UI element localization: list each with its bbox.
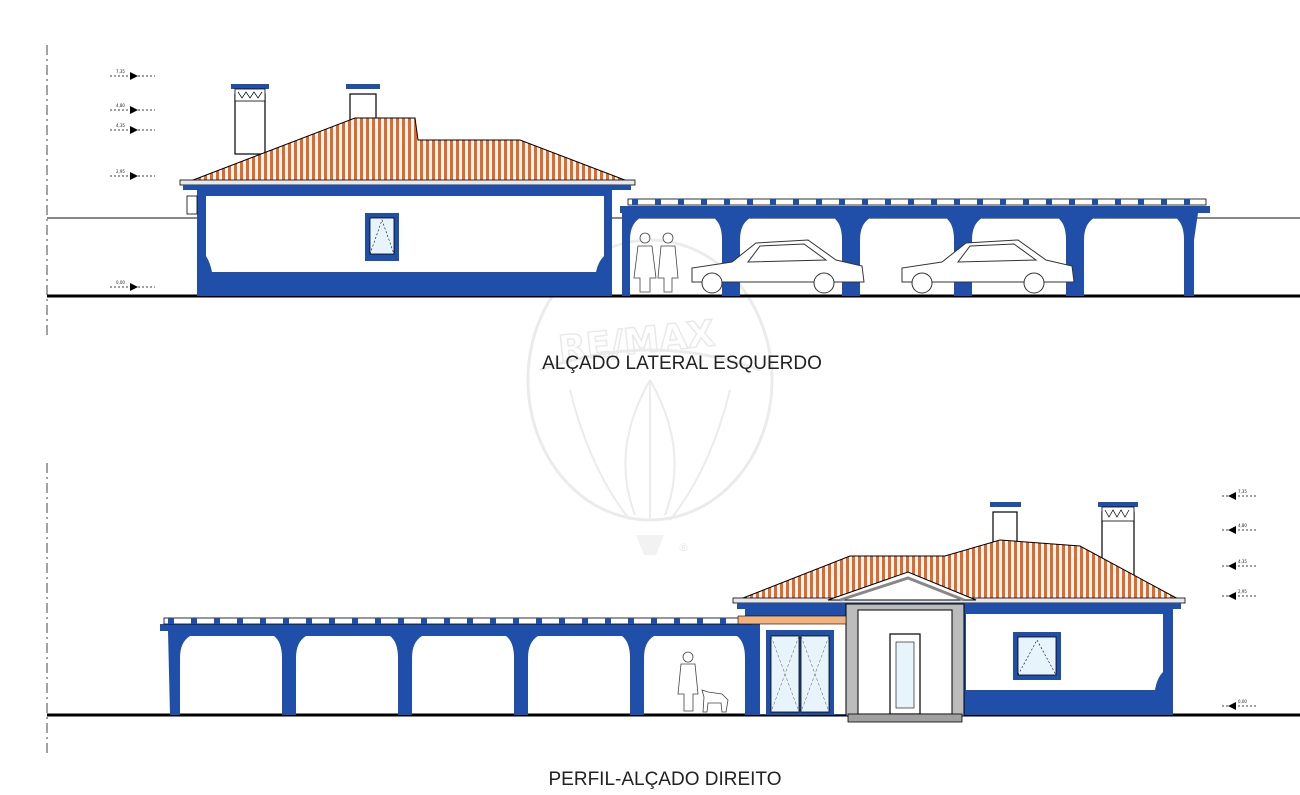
- level-markers: 7,35 4,80 4,35 2,95 0,00: [1222, 489, 1258, 710]
- level-markers: 7,35 4,80 4,35 2,95 0,00: [110, 69, 155, 291]
- svg-text:2,95: 2,95: [116, 169, 125, 174]
- svg-text:7,35: 7,35: [1238, 489, 1247, 494]
- watermark-registered: ®: [678, 541, 689, 554]
- level-marker: 2,95: [1222, 589, 1258, 600]
- french-door: [766, 630, 834, 714]
- level-marker: 4,35: [1222, 559, 1258, 570]
- elevation-title: PERFIL-ALÇADO DIREITO: [549, 769, 782, 790]
- svg-text:2,95: 2,95: [1238, 589, 1247, 594]
- level-marker: 2,95: [110, 169, 155, 180]
- level-marker: 4,80: [110, 103, 155, 114]
- svg-text:0,00: 0,00: [1238, 699, 1247, 704]
- person-figure-icon: [677, 651, 699, 712]
- level-marker: 4,80: [1222, 523, 1258, 534]
- person-figure-icon: [633, 232, 657, 293]
- wall-panel: [966, 614, 1163, 690]
- level-marker: 0,00: [1222, 699, 1258, 710]
- dog-icon: [701, 689, 729, 713]
- cornice-band: [183, 185, 631, 190]
- svg-text:4,35: 4,35: [1238, 559, 1247, 564]
- level-marker: 0,00: [110, 280, 155, 291]
- person-figure-icon: [657, 232, 679, 293]
- elevation-title: ALÇADO LATERAL ESQUERDO: [542, 353, 822, 374]
- level-marker: 4,35: [110, 123, 155, 134]
- svg-text:4,80: 4,80: [1238, 523, 1247, 528]
- left-side-elevation: 7,35 4,80 4,35 2,95 0,00: [46, 45, 1300, 374]
- wall-panel: [206, 196, 604, 272]
- svg-text:4,35: 4,35: [116, 123, 125, 128]
- car-icon: [691, 239, 865, 294]
- svg-text:4,80: 4,80: [116, 103, 125, 108]
- pergola: [612, 198, 1210, 296]
- svg-text:7,35: 7,35: [116, 69, 125, 74]
- svg-text:0,00: 0,00: [116, 280, 125, 285]
- roof-eave: [179, 179, 636, 186]
- right-profile-elevation: 7,35 4,80 4,35 2,95 0,00: [46, 463, 1300, 790]
- entrance-porch: [827, 571, 977, 723]
- pergola: [160, 615, 847, 715]
- car-icon: [901, 239, 1075, 294]
- level-marker: 7,35: [1222, 489, 1258, 500]
- chimney: [231, 84, 269, 155]
- level-marker: 7,35: [110, 69, 155, 80]
